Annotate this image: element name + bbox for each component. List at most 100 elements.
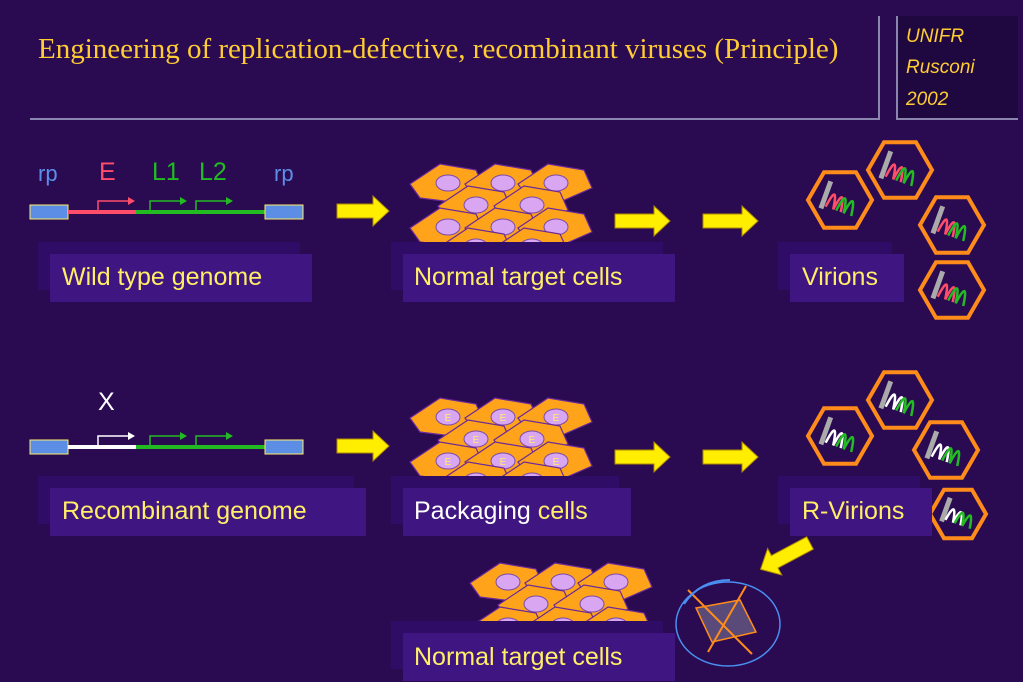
cell-nucleus (543, 174, 569, 192)
cell-nucleus (519, 196, 545, 214)
cell-nucleus (579, 595, 605, 613)
rp-block-right (264, 439, 304, 455)
cell-nucleus (495, 573, 521, 591)
cell-nucleus (550, 573, 576, 591)
deletion-mark: X (98, 388, 115, 416)
capsid (911, 420, 981, 480)
virion-1 (805, 170, 875, 230)
credit-line-1: UNIFR (906, 26, 965, 47)
cells-word: cells (530, 497, 588, 525)
promoter-arrowhead (226, 197, 233, 205)
cell-nucleus (463, 430, 489, 448)
arrow-genome-to-cells-1 (336, 194, 390, 228)
virion-2 (865, 140, 935, 200)
rp-left-label: rp (38, 161, 58, 186)
cell-nucleus (435, 218, 461, 236)
promoter-arrowhead (128, 432, 135, 440)
packaging-cells: E E E E E E E E E E (409, 397, 593, 501)
normal-target-cells-box-1 (403, 254, 675, 302)
genome-strand-b (947, 222, 967, 242)
arrow-cells-to-virions-1b (702, 204, 759, 238)
cell-nucleus (435, 408, 461, 426)
capsid (917, 260, 987, 320)
promoter-arrow (149, 435, 180, 447)
rp-block-right (264, 204, 304, 220)
arrow-rvirions-to-target (759, 536, 814, 576)
cell-e-marker: E (529, 477, 536, 488)
genome-strand-b (941, 447, 961, 467)
packaging-word: Packaging (414, 497, 531, 525)
capsid (917, 195, 987, 255)
r-virion-4 (927, 487, 989, 541)
capsid (805, 170, 875, 230)
recombinant-genome-label: Recombinant genome (62, 497, 307, 525)
genome-end (818, 416, 834, 446)
cell-e-marker: E (553, 413, 560, 424)
blocked-circle (675, 581, 781, 667)
promoter-arrowhead (180, 432, 187, 440)
cell-e-marker: E (500, 457, 507, 468)
genome-end (878, 150, 894, 180)
gene-e-label: E (99, 158, 116, 186)
cell-e-marker: E (529, 435, 536, 446)
genome-strand-b (895, 397, 915, 417)
genome-end (930, 205, 946, 235)
r-virion-3 (911, 420, 981, 480)
cell-nucleus (490, 174, 516, 192)
virion-3 (917, 195, 987, 255)
genome-end (939, 496, 953, 523)
gene-l2-label: L2 (199, 158, 227, 186)
genome-end (878, 380, 894, 410)
rp-block-left (29, 439, 69, 455)
genome-strand-b (835, 197, 855, 217)
cell-e-marker: E (500, 413, 507, 424)
capsid (865, 370, 935, 430)
genome-end (930, 270, 946, 300)
normal-target-cells-1 (409, 163, 593, 267)
rp-block-left (29, 204, 69, 220)
blocked-infection-symbol (675, 579, 781, 667)
cell-e-marker: E (553, 457, 560, 468)
cell-nucleus (463, 238, 489, 256)
wild-type-genome-bar (29, 197, 304, 220)
cell-nucleus (519, 430, 545, 448)
promoter-arrowhead (128, 197, 135, 205)
promoter-arrow (97, 200, 128, 212)
cell-e-marker: E (473, 435, 480, 446)
cell-nucleus (603, 573, 629, 591)
capsid (805, 406, 875, 466)
promoter-arrow (195, 435, 226, 447)
r-virion-2 (865, 370, 935, 430)
packaging-cells-label: Packaging cells (414, 497, 588, 526)
cell-nucleus (490, 408, 516, 426)
cell-nucleus (495, 617, 521, 635)
gene-l1-label: L1 (152, 158, 180, 186)
slide-title: Engineering of replication-defective, re… (38, 33, 839, 65)
cell-e-marker: E (445, 457, 452, 468)
cell-e-marker: E (473, 477, 480, 488)
arrow-genome-to-cells-2 (336, 429, 390, 463)
wild-type-genome-label: Wild type genome (62, 263, 263, 291)
normal-target-cells-box-2 (403, 633, 675, 681)
rp-right-label: rp (274, 161, 294, 186)
title-frame (30, 16, 880, 120)
r-virions-label: R-Virions (802, 497, 905, 525)
cell-nucleus (519, 238, 545, 256)
arrow-cells-to-virions-2b (702, 440, 759, 474)
virion-4 (917, 260, 987, 320)
genome-strand-b (953, 511, 973, 529)
promoter-arrow (195, 200, 226, 212)
packaging-cells-box (403, 488, 631, 536)
credit-line-3: 2002 (906, 89, 949, 110)
arrow-cells-to-virions-1a (614, 204, 671, 238)
r-virions-box (790, 488, 932, 536)
blocked-arrow-hint (683, 579, 731, 605)
cell-e-marker: E (445, 413, 452, 424)
cell-nucleus (435, 452, 461, 470)
cross-line-1 (687, 589, 753, 655)
genome-strand-a (944, 508, 964, 526)
genome-end (924, 430, 940, 460)
capsid (865, 140, 935, 200)
recombinant-genome-box (50, 488, 366, 536)
genome-strand-b (835, 433, 855, 453)
